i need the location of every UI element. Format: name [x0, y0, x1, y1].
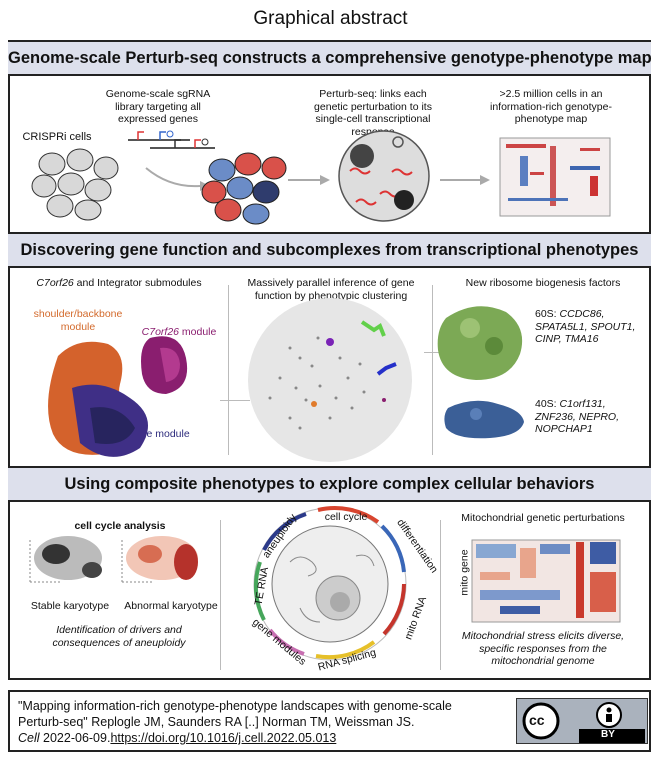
- mito-title: Mitochondrial genetic perturbations: [461, 512, 625, 524]
- aneuploidy-caption: Identification of drivers and consequenc…: [52, 624, 186, 649]
- cell-cycle-analysis-label: cell cycle analysis: [74, 520, 166, 532]
- abnormal-karyotype-label: Abnormal karyotype: [124, 600, 218, 612]
- divider-2b: [432, 285, 433, 455]
- integrator-structure-icon: [48, 336, 188, 457]
- 40s-prefix: 40S:: [535, 398, 560, 410]
- page-title: Graphical abstract: [253, 8, 408, 29]
- c7-module-rest: module: [179, 326, 217, 338]
- ribosome-60s-icon: [437, 306, 523, 380]
- ribosome-40s-icon: [444, 400, 524, 439]
- integrator-title: C7orf26 and Integrator submodules: [14, 277, 224, 290]
- composite-phenotype-ring: [253, 506, 407, 661]
- perturbseq-label: Perturb-seq: links each genetic perturba…: [314, 88, 432, 138]
- cc-by-license-badge: cc BY: [516, 698, 648, 744]
- ring-mito-rna: [382, 583, 406, 636]
- divider-3b: [440, 520, 441, 670]
- by-text: BY: [601, 729, 615, 740]
- arrow-1: [145, 167, 201, 188]
- perturbed-cells-icon: [201, 152, 287, 225]
- arrow-2: [320, 175, 330, 185]
- 40s-gene-list: C1orf131, ZNF236, NEPRO, NOPCHAP1: [535, 398, 620, 435]
- crispri-cells-icon: [31, 148, 119, 221]
- mito-caption: Mitochondrial stress elicits diverse, sp…: [461, 630, 625, 667]
- clustering-map-icon: [248, 298, 412, 462]
- sgrna-library-icon: [128, 130, 215, 149]
- ring-rna-splicing: [315, 640, 376, 660]
- clustering-label: Massively parallel inference of gene fun…: [247, 277, 415, 302]
- mito-heatmap: [471, 539, 621, 623]
- citation-text: "Mapping information-rich genotype-pheno…: [18, 698, 498, 746]
- divider-2a: [228, 285, 229, 455]
- ribosome-title: New ribosome biogenesis factors: [465, 277, 621, 289]
- connector-2a: [220, 400, 250, 401]
- integrator-title-gene: C7orf26: [36, 277, 74, 289]
- single-cell-icon: [338, 130, 430, 222]
- section3-illustration: [29, 506, 621, 661]
- ring-differentiation: [380, 524, 406, 573]
- 40s-genes: 40S: C1orf131, ZNF236, NEPRO, NOPCHAP1: [535, 398, 645, 436]
- section3-heading: Using composite phenotypes to explore co…: [8, 466, 651, 502]
- citation-title: "Mapping information-rich genotype-pheno…: [18, 699, 452, 729]
- ring-gene-modules: [268, 628, 305, 656]
- cc-text: cc: [529, 712, 545, 728]
- cells-map-label: >2.5 million cells in an information-ric…: [490, 88, 612, 125]
- ring-aneuploidy: [262, 512, 307, 551]
- divider-3a: [220, 520, 221, 670]
- genotype-phenotype-heatmap: [499, 137, 611, 217]
- c7-module-gene: C7orf26: [141, 326, 179, 338]
- section1-heading: Genome-scale Perturb-seq constructs a co…: [8, 40, 652, 76]
- citation-date: 2022-06-09.: [39, 731, 111, 745]
- stable-karyotype-label: Stable karyotype: [30, 600, 110, 612]
- 60s-genes: 60S: CCDC86, SPATA5L1, SPOUT1, CINP, TMA…: [535, 308, 645, 346]
- doi-link[interactable]: https://doi.org/10.1016/j.cell.2022.05.0…: [110, 731, 337, 745]
- ring-label-cell-cycle: cell cycle: [324, 511, 368, 523]
- abnormal-karyotype-plot: [121, 536, 198, 583]
- integrator-title-rest: and Integrator submodules: [73, 277, 202, 289]
- citation-box: "Mapping information-rich genotype-pheno…: [8, 690, 651, 752]
- ring-te-rna: [253, 561, 266, 621]
- section2-illustration: [48, 298, 524, 462]
- section1-illustration: [31, 130, 611, 225]
- 60s-gene-list: CCDC86, SPATA5L1, SPOUT1, CINP, TMA16: [535, 308, 636, 345]
- citation-journal: Cell: [18, 731, 40, 745]
- 60s-prefix: 60S:: [535, 308, 560, 320]
- c7-module-label: C7orf26 module: [124, 326, 234, 339]
- library-label: Genome-scale sgRNA library targeting all…: [105, 88, 211, 125]
- connector-2b: [424, 352, 442, 353]
- section2-heading: Discovering gene function and subcomplex…: [8, 232, 651, 268]
- cc-logo-icon: [517, 699, 647, 743]
- crispri-label: CRISPRi cells: [22, 131, 92, 143]
- stable-karyotype-plot: [29, 536, 102, 583]
- ring-cell-cycle: [317, 506, 380, 524]
- shoulder-module-label: shoulder/backbone module: [33, 308, 123, 333]
- arrow-3: [480, 175, 490, 185]
